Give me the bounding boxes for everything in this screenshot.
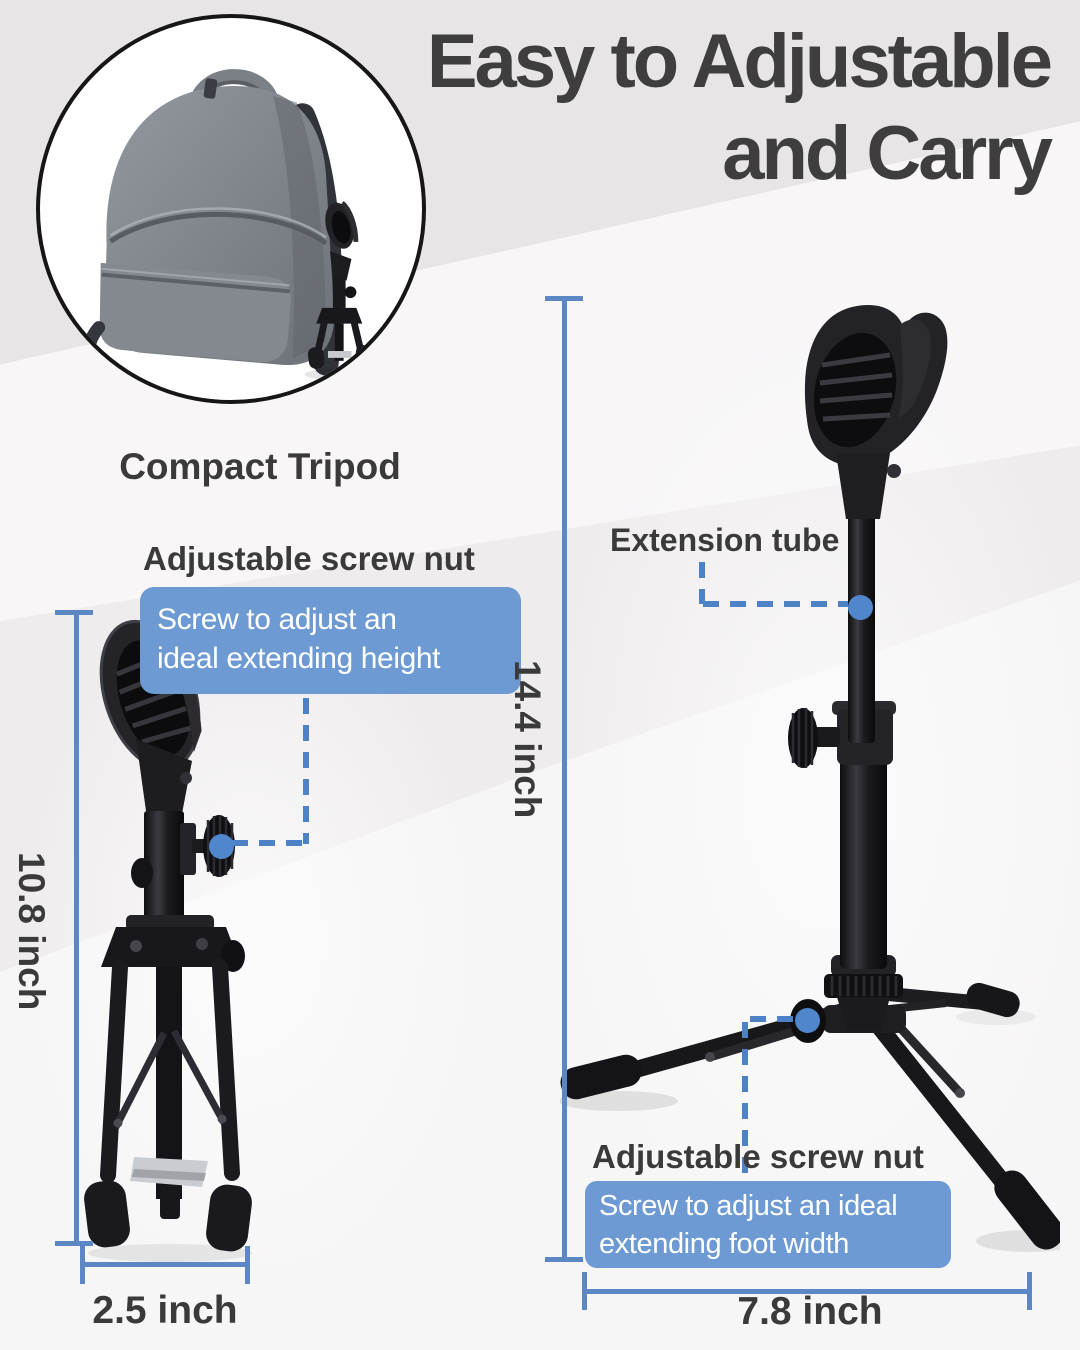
inset-caption: Compact Tripod (119, 446, 401, 487)
height-measure-line (562, 298, 567, 1262)
folded-stand-nut-label: Adjustable screw nut (143, 540, 475, 577)
width-measure-line (80, 1262, 250, 1267)
page-title-line1: Easy to Adjustable (426, 19, 1053, 104)
folded-stand-width-dimension: 2.5 inch (92, 1289, 238, 1332)
callout-text-line1: Screw to adjust an ideal (599, 1190, 898, 1222)
point-marker-icon (795, 1008, 820, 1033)
folded-stand-callout: Screw to adjust an ideal extending heigh… (140, 587, 521, 694)
dashed-connector (750, 1016, 798, 1022)
callout-text-line1: Screw to adjust an (157, 603, 397, 636)
dashed-connector (703, 601, 848, 607)
callout-text-line2: extending foot width (599, 1228, 849, 1260)
extended-stand-height-dimension: 14.4 inch (507, 660, 548, 819)
measure-tick (55, 610, 93, 615)
point-marker-icon (209, 834, 234, 859)
lower-tube (840, 757, 887, 969)
mini-tripod-illustration (304, 200, 383, 381)
extended-stand-nut-label: Adjustable screw nut (592, 1138, 924, 1175)
extended-stand-width-dimension: 7.8 inch (737, 1290, 883, 1333)
folded-stand-illustration (84, 617, 252, 1262)
dashed-connector (232, 840, 306, 846)
page-title-line2: and Carry (722, 111, 1053, 196)
folded-legs (84, 959, 252, 1252)
extension-tube-label: Extension tube (610, 522, 840, 558)
callout-text-line2: ideal extending height (157, 642, 441, 675)
measure-tick (545, 1257, 583, 1262)
measure-tick (80, 1246, 85, 1284)
extension-tube (848, 515, 875, 743)
measure-tick (582, 1272, 587, 1310)
mic-clip (804, 305, 948, 519)
dashed-connector (699, 562, 705, 604)
extended-stand-callout: Screw to adjust an ideal extending foot … (585, 1181, 951, 1268)
measure-tick (545, 296, 583, 301)
height-clamp (788, 701, 896, 768)
height-measure-line (74, 612, 79, 1246)
point-marker-icon (848, 595, 873, 620)
folded-stand-height-dimension: 10.8 inch (11, 852, 52, 1011)
backpack-illustration (81, 69, 383, 381)
measure-tick (55, 1241, 93, 1246)
page-title: Easy to Adjustable and Carry (350, 16, 1053, 200)
inset-photo-circle (36, 14, 426, 404)
dashed-connector (303, 698, 309, 844)
extended-stand-illustration (560, 305, 1060, 1252)
measure-tick (1027, 1272, 1032, 1310)
measure-tick (245, 1246, 250, 1284)
